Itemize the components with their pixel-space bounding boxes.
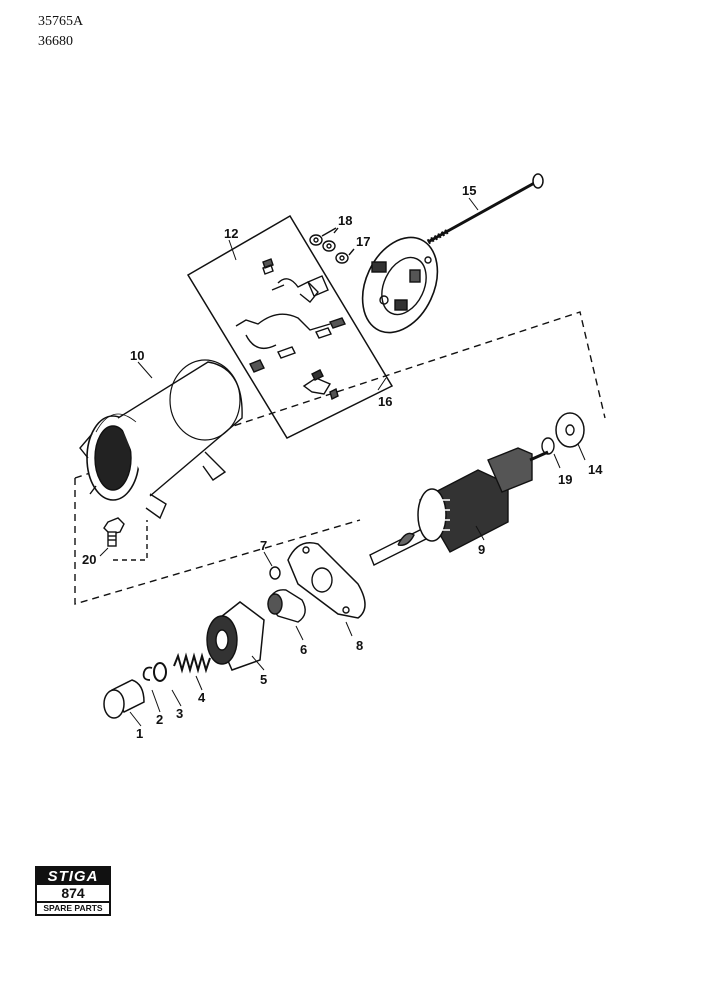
- leader-lines: [99, 197, 586, 727]
- callout-15: 15: [462, 183, 476, 198]
- callout-19: 19: [558, 472, 572, 487]
- reference-code-secondary: 36680: [38, 34, 73, 49]
- callout-7: 7: [260, 538, 267, 553]
- callout-14: 14: [588, 462, 603, 477]
- nut-washer-set: [309, 227, 355, 264]
- retainer-ring: [153, 662, 167, 682]
- callout-6: 6: [300, 642, 307, 657]
- mounting-bolt: [103, 517, 125, 547]
- armature: [369, 447, 549, 566]
- small-nut: [269, 566, 281, 580]
- callout-12: 12: [224, 226, 238, 241]
- bolt-dashed-frame: [113, 520, 148, 561]
- snap-clip: [142, 666, 153, 681]
- brush-kit-parts: [235, 258, 346, 401]
- callout-5: 5: [260, 672, 267, 687]
- callout-1: 1: [136, 726, 143, 741]
- callout-9: 9: [478, 542, 485, 557]
- brand-name: STIGA: [37, 868, 109, 885]
- bushing: [267, 589, 306, 623]
- reference-code-primary: 35765A: [38, 14, 84, 29]
- stiga-spare-parts-logo: STIGA 874 SPARE PARTS: [35, 866, 111, 916]
- spring: [173, 652, 211, 674]
- end-cap-dashed-frame: [74, 311, 606, 479]
- callout-16: 16: [378, 394, 392, 409]
- drive-pinion: [206, 601, 265, 671]
- end-cap-plate: [361, 236, 439, 334]
- callout-3: 3: [176, 706, 183, 721]
- model-number: 874: [37, 885, 109, 903]
- callout-2: 2: [156, 712, 163, 727]
- callout-8: 8: [356, 638, 363, 653]
- spare-parts-caption: SPARE PARTS: [43, 903, 103, 913]
- callout-17: 17: [356, 234, 370, 249]
- motor-housing: [79, 359, 243, 520]
- through-bolt: [426, 173, 544, 245]
- drive-end-plate: [287, 542, 366, 619]
- callout-4: 4: [198, 690, 206, 705]
- callout-20: 20: [82, 552, 96, 567]
- end-cap-cover: [103, 679, 145, 719]
- callout-10: 10: [130, 348, 144, 363]
- thrust-washers: [541, 412, 585, 455]
- main-dashed-frame: [74, 478, 361, 605]
- callout-18: 18: [338, 213, 352, 228]
- brush-kit-frame: [186, 214, 394, 439]
